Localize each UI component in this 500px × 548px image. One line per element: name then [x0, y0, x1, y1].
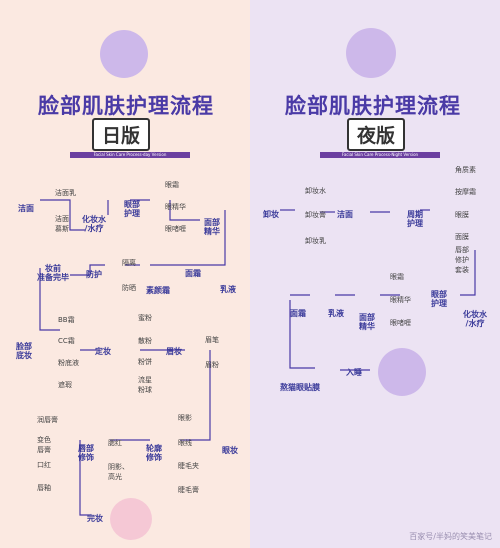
day-step-primer: 妆前准备完毕	[37, 264, 69, 282]
night-step-sleep: 熬猫眼贴膜	[280, 383, 320, 392]
day-step-done: 完妆	[87, 514, 103, 523]
night-flow-lines	[280, 209, 476, 371]
day-label-bb: BB霜	[58, 316, 75, 324]
day-label-lipstick: 口红	[37, 461, 51, 469]
day-subtitle: Facial Skin Care Process-day Version	[93, 152, 167, 157]
day-finish-avatar	[110, 498, 152, 540]
day-label-liner: 眼线	[178, 439, 192, 447]
day-step-cream: 面霜	[185, 269, 201, 278]
day-label-foundation: 粉底液	[58, 359, 79, 367]
night-step-toner: 化妆水/水疗	[463, 310, 487, 328]
night-badge: 夜版	[347, 118, 406, 151]
day-step-essence: 素颜霜	[146, 286, 170, 295]
night-ribbon: Facial Skin Care Process-Night Version	[320, 152, 440, 158]
day-panel: 脸部肌肤护理流程 日版 Facial Skin Care Process-day…	[0, 0, 250, 548]
night-label-eye-c: 眼啫喱	[390, 319, 411, 327]
day-label-eye-c: 眼啫喱	[165, 225, 186, 233]
day-label-powder: 散粉	[138, 337, 152, 345]
day-step-lotion: 乳液	[220, 285, 236, 294]
day-label-shadow: 眼影	[178, 414, 192, 422]
day-step-protect: 防护	[86, 270, 102, 279]
night-title: 脸部肌肤护理流程	[285, 94, 461, 118]
day-label-tint: 变色唇膏	[37, 436, 51, 454]
day-label-cc: CC霜	[58, 337, 75, 345]
day-title: 脸部肌肤护理流程	[38, 94, 214, 118]
day-label-sun: 防晒	[122, 284, 136, 292]
night-label-mask: 眼膜	[455, 211, 469, 219]
day-step-set: 定妆	[95, 347, 111, 356]
night-label-kit: 唇部修护套装	[455, 246, 469, 274]
day-label-concealer: 遮瑕	[58, 381, 72, 389]
night-label-water: 卸妆水	[305, 187, 326, 195]
day-label-browpowder: 眉粉	[205, 361, 219, 369]
day-flow-lines	[39, 199, 226, 516]
day-label-gloss: 唇釉	[37, 484, 51, 492]
day-step-brow: 眉妆	[166, 347, 182, 356]
day-step-eyemakeup: 眼妆	[222, 446, 238, 455]
day-label-mascara: 睫毛膏	[178, 486, 199, 494]
night-label-milk: 卸妆乳	[305, 237, 326, 245]
day-label-browpen: 眉笔	[205, 336, 219, 344]
day-avatar	[100, 30, 148, 78]
day-step-clean: 洁面	[18, 204, 34, 213]
day-label-shade: 阴影、高光	[108, 463, 129, 481]
night-label-eye-a: 眼霜	[390, 273, 404, 281]
day-label-eye-b: 眼精华	[165, 203, 186, 211]
night-avatar	[346, 28, 396, 78]
day-label-puff: 流星粉球	[138, 376, 152, 394]
day-step-eye: 眼部护理	[124, 200, 140, 218]
day-step-lip: 唇部修饰	[78, 444, 94, 462]
night-step-serum: 面部精华	[359, 313, 375, 331]
day-label-cake: 粉饼	[138, 358, 152, 366]
night-label-cream: 卸妆膏	[305, 211, 326, 219]
day-label-loose: 蜜粉	[138, 314, 152, 322]
night-step-lotion: 乳液	[328, 309, 344, 318]
night-step-bed: 入睡	[346, 368, 362, 377]
night-label-facemask: 面膜	[455, 233, 469, 241]
day-label-iso: 隔离	[122, 259, 136, 267]
night-label-exfol: 角质素	[455, 166, 476, 174]
day-badge: 日版	[92, 118, 151, 151]
day-label-cleanser-a: 洁面乳	[55, 189, 76, 197]
night-step-eye: 眼部护理	[431, 290, 447, 308]
day-step-base: 脸部底妆	[16, 342, 32, 360]
night-label-massage: 按摩霜	[455, 188, 476, 196]
night-sleep-avatar	[378, 348, 426, 396]
night-panel: 脸部肌肤护理流程 夜版 Facial Skin Care Process-Nig…	[250, 0, 500, 548]
day-step-serum: 面部精华	[204, 218, 220, 236]
day-label-cleanser-b: 洁面慕斯	[55, 215, 69, 233]
day-ribbon: Facial Skin Care Process-day Version	[70, 152, 190, 158]
night-step-remove: 卸妆	[263, 210, 279, 219]
day-label-blush: 腮红	[108, 439, 122, 447]
day-label-balm: 润唇膏	[37, 416, 58, 424]
night-step-cream: 面霜	[290, 309, 306, 318]
night-step-care: 周期护理	[407, 210, 423, 228]
day-label-eye-a: 眼霜	[165, 181, 179, 189]
day-step-contour: 轮廓修饰	[146, 444, 162, 462]
night-subtitle: Facial Skin Care Process-Night Version	[341, 152, 419, 157]
night-step-clean: 洁面	[337, 210, 353, 219]
day-step-toner: 化妆水/水疗	[82, 215, 106, 233]
watermark: 百家号/半妈的笑美笔记	[409, 532, 492, 541]
night-label-eye-b: 眼精华	[390, 296, 411, 304]
day-label-curler: 睫毛夹	[178, 462, 199, 470]
